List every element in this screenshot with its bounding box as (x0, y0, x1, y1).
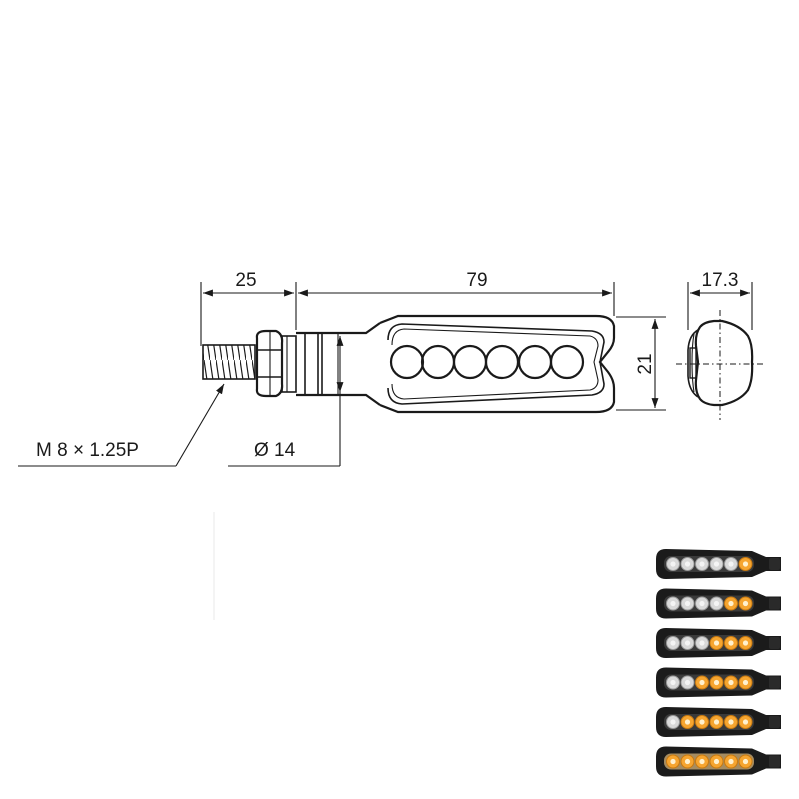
sequence-photos (656, 549, 781, 777)
photo-stud (769, 716, 780, 728)
sequence-photo-4 (656, 667, 781, 698)
photo-led-core (728, 719, 734, 725)
photo-led-core (742, 758, 749, 765)
sequence-photo-5 (656, 707, 781, 737)
shaft (281, 322, 381, 406)
led-6 (549, 344, 585, 380)
light-housing (379, 314, 616, 414)
photo-led-core (670, 600, 676, 607)
dim-thread-length: 25 (200, 270, 297, 346)
photo-led-core (728, 561, 734, 567)
photo-led-core (713, 640, 720, 646)
photo-led-core (742, 640, 749, 646)
photo-led-core (742, 679, 749, 686)
photo-stud (769, 676, 780, 689)
led-1 (389, 344, 425, 380)
photo-led-core (684, 758, 691, 765)
led-5 (517, 344, 553, 380)
sequence-photo-6 (656, 746, 781, 777)
photo-led-core (728, 640, 734, 646)
photo-led-core (713, 561, 720, 567)
diameter-callout: Ø 14 (228, 392, 341, 467)
photo-led-core (728, 679, 734, 686)
led-3 (452, 344, 488, 380)
photo-led-core (684, 600, 691, 607)
photo-led-core (684, 679, 691, 686)
sequence-photo-2 (656, 588, 781, 619)
dim-thread-length-label: 25 (235, 270, 256, 291)
photo-led-core (699, 600, 705, 607)
dim-end-width: 17.3 (687, 270, 753, 330)
photo-led-core (713, 758, 720, 765)
photo-led-core (670, 561, 676, 567)
thread-spec-label: M 8 × 1.25P (36, 440, 139, 461)
photo-stud (769, 637, 780, 649)
led-2 (420, 344, 456, 380)
sequence-photo-3 (656, 628, 781, 658)
photo-led-core (713, 600, 720, 607)
photo-led-core (699, 561, 705, 567)
photo-led-core (684, 561, 691, 567)
photo-led-core (699, 640, 705, 646)
photo-led-core (742, 561, 749, 567)
photo-stud (769, 558, 780, 570)
photo-led-core (699, 679, 705, 686)
dim-body-height-label: 21 (635, 353, 656, 374)
photo-led-core (742, 719, 749, 725)
photo-led-core (670, 758, 676, 765)
thread-stud (202, 344, 256, 380)
photo-led-core (670, 719, 676, 725)
photo-led-core (684, 640, 691, 646)
thread-spec-callout: M 8 × 1.25P (18, 383, 225, 467)
photo-led-core (684, 719, 691, 725)
hex-nut (255, 329, 284, 398)
sequence-photo-1 (656, 549, 781, 579)
dim-body-length: 79 (298, 270, 615, 316)
photo-led-core (713, 719, 720, 725)
photo-led-core (670, 679, 676, 686)
photo-led-core (713, 679, 720, 686)
photo-led-core (742, 600, 749, 607)
photo-stud (769, 755, 780, 768)
dim-end-width-label: 17.3 (702, 270, 739, 291)
shaft-diameter-label: Ø 14 (254, 440, 296, 461)
photo-led-core (699, 758, 705, 765)
end-view (676, 310, 764, 420)
photo-stud (769, 597, 780, 610)
photo-led-core (670, 640, 676, 646)
dim-body-length-label: 79 (466, 270, 487, 291)
photo-led-core (728, 600, 734, 607)
dim-body-height: 21 (616, 316, 666, 411)
led-row (389, 344, 585, 380)
photo-led-core (699, 719, 705, 725)
led-4 (484, 344, 520, 380)
photo-led-core (728, 758, 734, 765)
